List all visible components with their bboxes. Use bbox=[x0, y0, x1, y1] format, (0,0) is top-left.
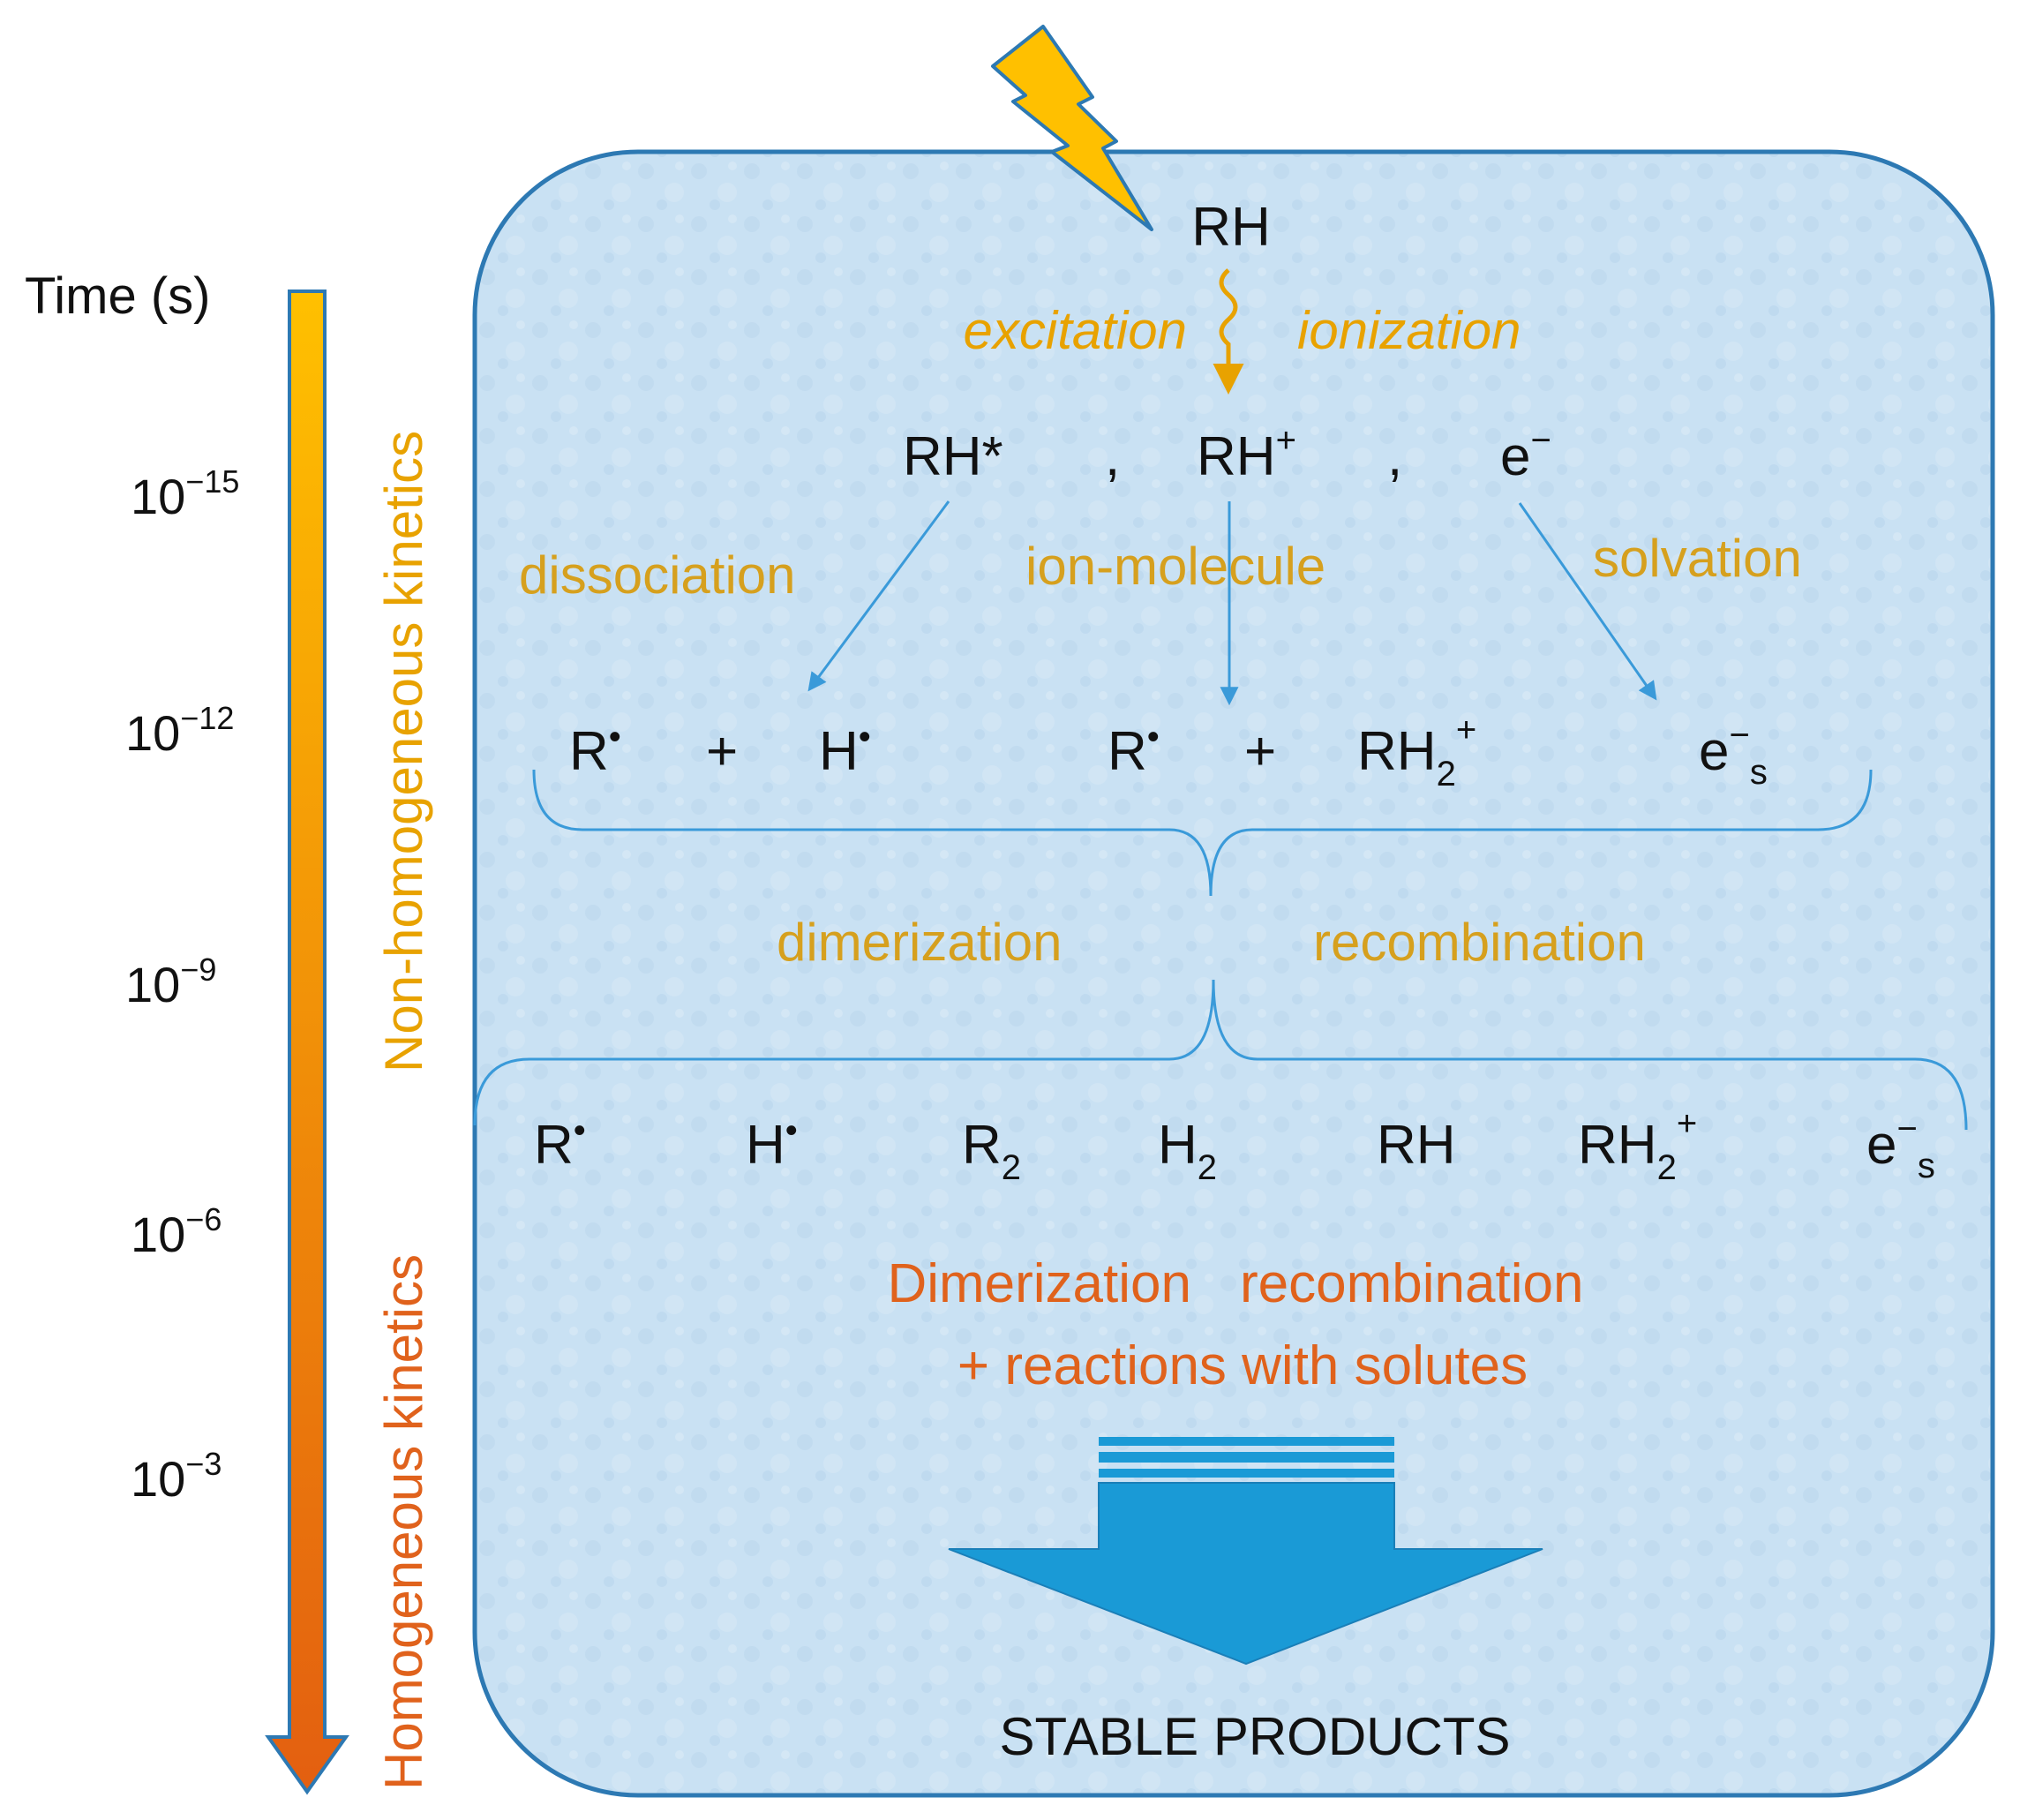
reaction-medium-box bbox=[472, 149, 1995, 1798]
tick-label: 10−3 bbox=[131, 1446, 222, 1507]
species-solvated-electron: e−s bbox=[1699, 716, 1768, 792]
tick-label: 10−6 bbox=[131, 1201, 222, 1262]
grouping-brace bbox=[473, 979, 1968, 1131]
species-r-radical: R• bbox=[534, 1111, 586, 1176]
final-recombination-label: recombination bbox=[1240, 1253, 1583, 1314]
final-dimerization-label: Dimerization bbox=[887, 1253, 1191, 1314]
tick-label: 10−9 bbox=[125, 951, 216, 1012]
solvation-arrow bbox=[1518, 502, 1657, 701]
homogeneous-kinetics-label: Homogeneous kinetics bbox=[374, 1254, 433, 1790]
species-excited-rh: RH* bbox=[903, 426, 1003, 487]
excitation-wavy-arrow bbox=[1213, 268, 1244, 395]
species-r-radical: R• bbox=[1108, 718, 1160, 782]
dissociation-label: dissociation bbox=[519, 545, 796, 605]
excitation-label: excitation bbox=[964, 301, 1187, 360]
species-r2: R2 bbox=[962, 1115, 1021, 1187]
reactions-with-solutes-label: + reactions with solutes bbox=[957, 1335, 1528, 1396]
plus-sign: + bbox=[706, 721, 738, 782]
species-h2: H2 bbox=[1158, 1115, 1217, 1187]
species-rh2-cation: RH2+ bbox=[1578, 1104, 1697, 1187]
plus-sign: + bbox=[1244, 721, 1276, 782]
species-rh: RH bbox=[1377, 1115, 1456, 1176]
separator: , bbox=[1387, 426, 1402, 487]
timeline-title: Time (s) bbox=[25, 267, 210, 325]
species-solvated-electron: e−s bbox=[1866, 1109, 1935, 1185]
dissociation-arrow bbox=[807, 500, 950, 692]
big-down-arrow bbox=[948, 1437, 1543, 1666]
stable-products-label: STABLE PRODUCTS bbox=[1000, 1707, 1511, 1766]
species-rh2-cation: RH2+ bbox=[1357, 711, 1476, 793]
recombination-label: recombination bbox=[1313, 913, 1646, 972]
dimerization-label: dimerization bbox=[777, 913, 1062, 972]
species-h-radical: H• bbox=[746, 1111, 798, 1176]
species-electron: e− bbox=[1500, 421, 1551, 487]
species-rh-cation: RH+ bbox=[1197, 421, 1296, 487]
species-h-radical: H• bbox=[819, 718, 871, 782]
nonhomogeneous-kinetics-label: Non-homogeneous kinetics bbox=[374, 431, 433, 1072]
solvation-label: solvation bbox=[1593, 529, 1802, 588]
timeline-arrow bbox=[265, 290, 349, 1795]
separator: , bbox=[1105, 426, 1120, 487]
tick-label: 10−15 bbox=[131, 463, 239, 524]
species-r-radical: R• bbox=[569, 718, 621, 782]
tick-label: 10−12 bbox=[125, 700, 234, 761]
radiation-lightning-icon bbox=[991, 25, 1153, 231]
reactant-rh: RH bbox=[1191, 197, 1271, 258]
grouping-brace bbox=[532, 769, 1873, 897]
ionization-label: ionization bbox=[1297, 301, 1521, 360]
ion-molecule-label: ion-molecule bbox=[1025, 537, 1325, 596]
